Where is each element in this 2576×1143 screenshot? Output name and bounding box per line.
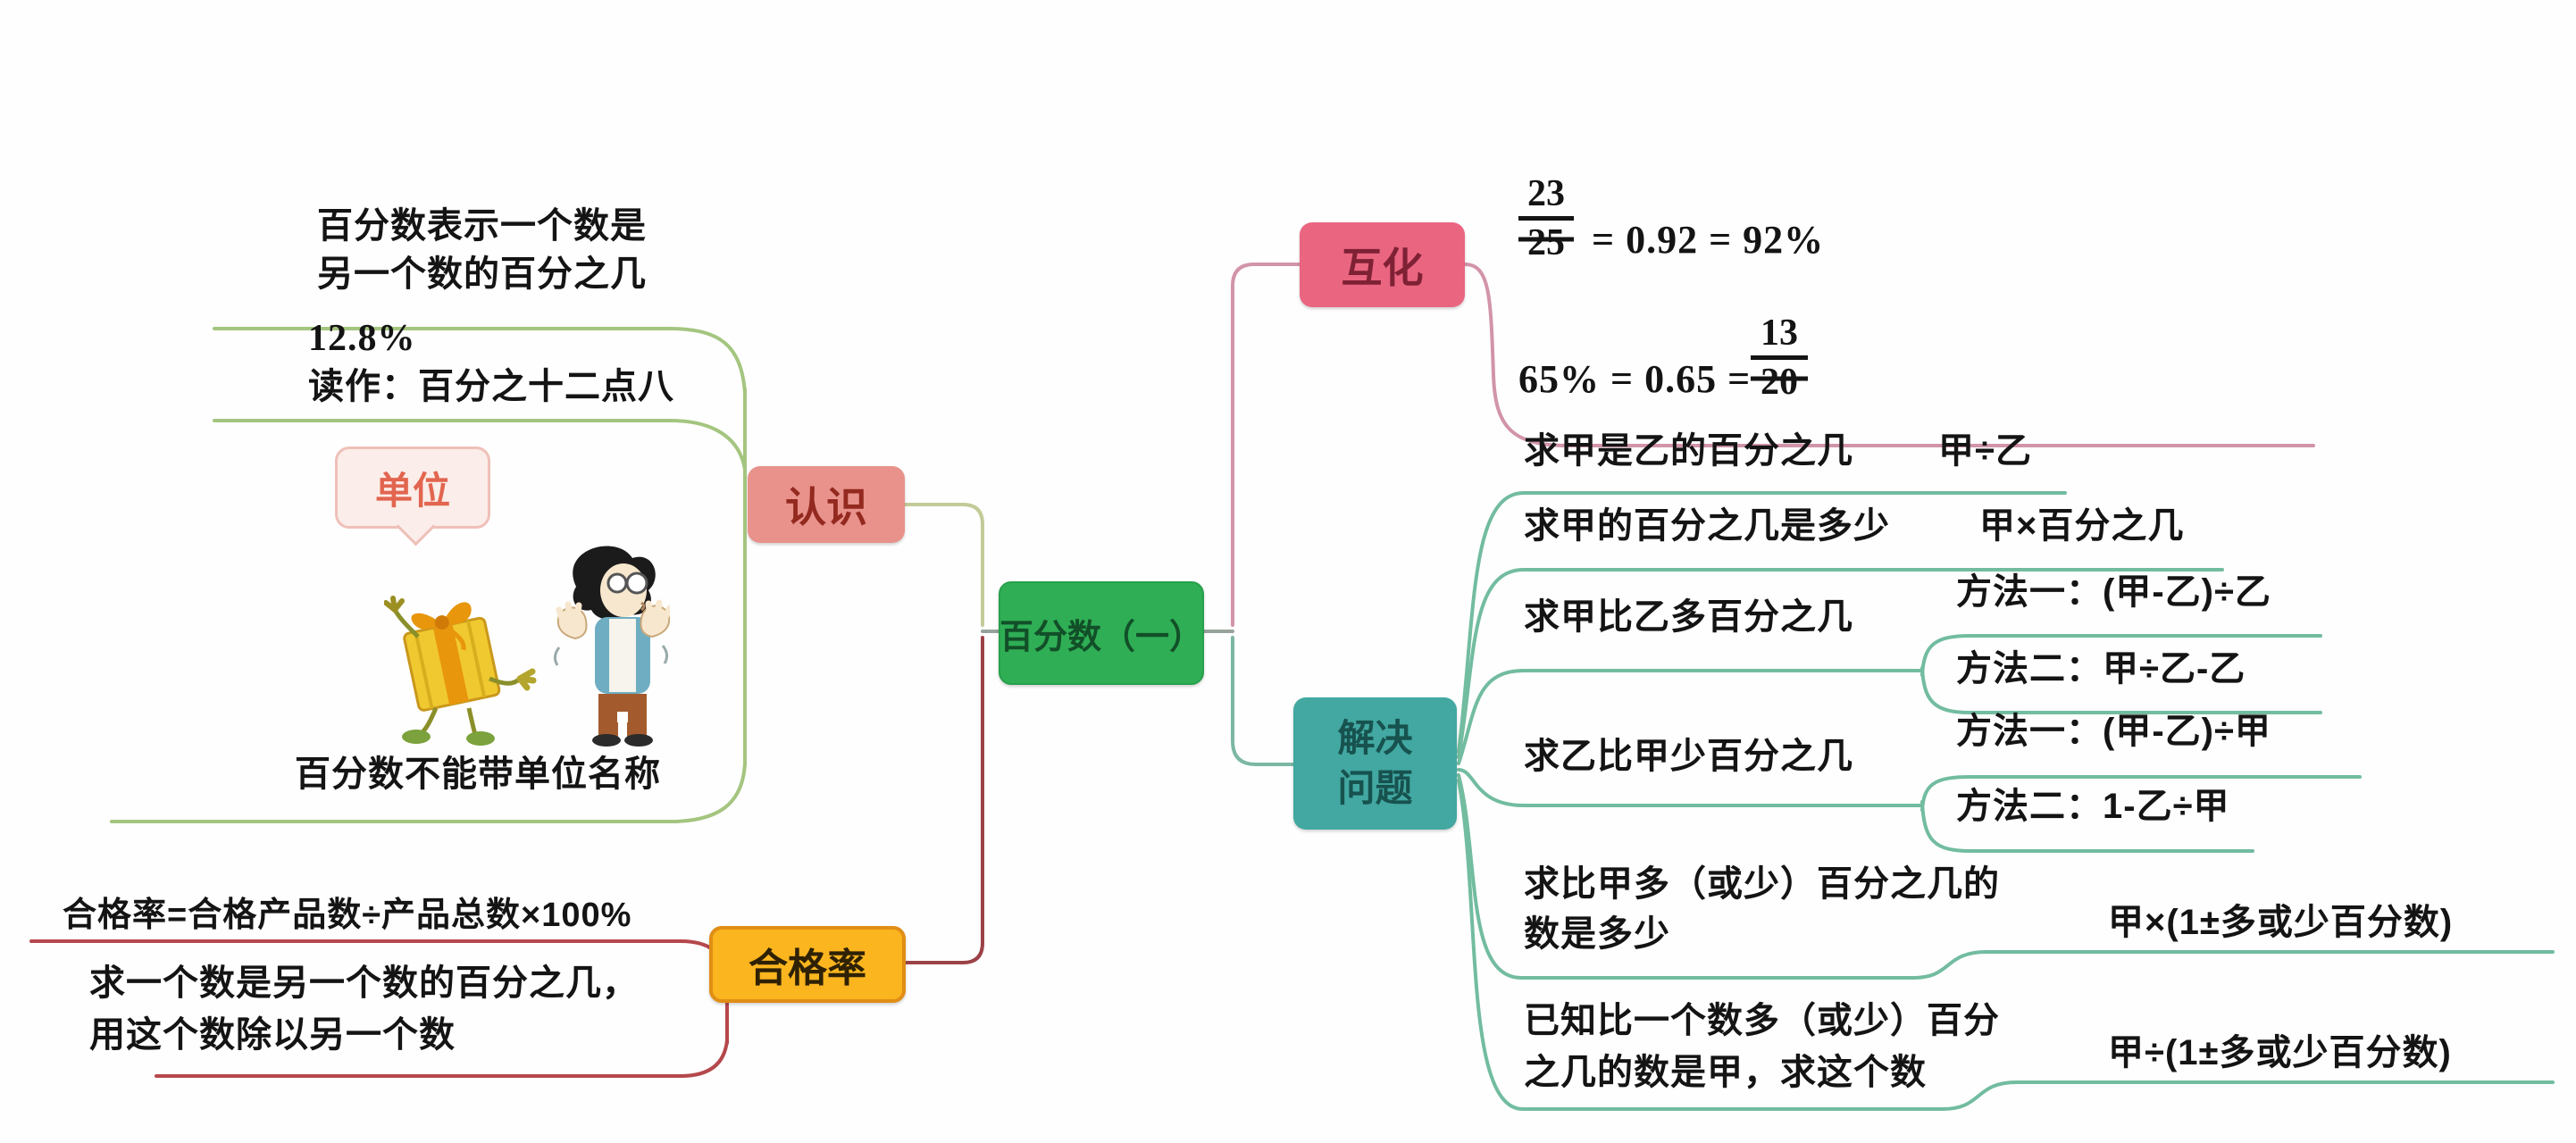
node-hegelv-label: 合格率 (749, 947, 866, 990)
unit-note-text[interactable]: 百分数不能带单位名称 (295, 755, 661, 794)
node-renshi-label: 认识 (785, 484, 867, 530)
node-root-label: 百分数（一） (999, 618, 1204, 656)
gift-refusal-illustration (384, 546, 670, 747)
node-jiejue-label2: 问题 (1337, 767, 1413, 809)
unit-callout-bubble[interactable]: 单位 (335, 446, 490, 546)
solve-item-6-line1: 已知比一个数多（或少）百分 (1524, 1001, 2000, 1040)
fraction-numerator: 23 (1527, 173, 1565, 214)
example-value: 12.8% (308, 318, 416, 359)
node-hegelv[interactable]: 合格率 (709, 926, 906, 1003)
pass-rate-note[interactable]: 求一个数是另一个数的百分之几， 用这个数除以另一个数 (89, 957, 639, 1061)
solve-item-6-formula[interactable]: 甲÷(1±多或少百分数) (2108, 1033, 2452, 1072)
solve-item-3-method2[interactable]: 方法二：甲÷乙-乙 (1956, 649, 2246, 688)
solve-item-3-method1[interactable]: 方法一：(甲-乙)÷乙 (1956, 572, 2271, 612)
fraction-numerator: 13 (1761, 313, 1798, 354)
solve-item-6-line2: 之几的数是甲，求这个数 (1524, 1053, 1927, 1092)
solve-item-4-question[interactable]: 求乙比甲少百分之几 (1524, 737, 1853, 776)
solve-item-5-formula[interactable]: 甲×(1±多或少百分数) (2108, 903, 2454, 942)
solve-item-1-formula[interactable]: 甲÷乙 (1938, 431, 2032, 471)
node-huhua-label: 互化 (1341, 244, 1424, 291)
pass-rate-note-line1: 求一个数是另一个数的百分之几， (89, 964, 639, 1003)
definition-line1: 百分数表示一个数是 (317, 206, 647, 246)
conversion-eq1-rest: = 0.92 = 92% (1592, 218, 1825, 262)
node-jiejue-label1: 解决 (1337, 717, 1413, 759)
fraction-13-20: 13 20 (1751, 313, 1808, 403)
fraction-bar (1751, 355, 1808, 360)
solve-item-2-formula[interactable]: 甲×百分之几 (1979, 506, 2185, 546)
pass-rate-note-line2: 用这个数除以另一个数 (89, 1015, 456, 1055)
fraction-denominator: 25 (1527, 222, 1565, 263)
fraction-bar (1518, 216, 1574, 221)
definition-text[interactable]: 百分数表示一个数是 另一个数的百分之几 (317, 202, 647, 298)
solve-item-6-question[interactable]: 已知比一个数多（或少）百分 之几的数是甲，求这个数 (1524, 995, 2000, 1098)
person-refusing (553, 546, 670, 747)
definition-line2: 另一个数的百分之几 (317, 254, 647, 294)
pass-rate-formula[interactable]: 合格率=合格产品数÷产品总数×100% (63, 897, 632, 934)
solve-item-4-method1[interactable]: 方法一：(甲-乙)÷甲 (1956, 712, 2271, 751)
node-root[interactable]: 百分数（一） (999, 581, 1204, 685)
example-reading: 读作：百分之十二点八 (308, 367, 674, 406)
solve-item-5-line1: 求比甲多（或少）百分之几的 (1524, 864, 2000, 904)
fraction-23-25: 23 25 (1518, 173, 1574, 263)
example-text[interactable]: 12.8% 读作：百分之十二点八 (308, 314, 674, 411)
solve-item-5-question[interactable]: 求比甲多（或少）百分之几的 数是多少 (1524, 859, 2000, 959)
solve-item-2-question[interactable]: 求甲的百分之几是多少 (1524, 506, 1890, 546)
solve-item-5-line2: 数是多少 (1524, 914, 1670, 954)
unit-callout-label: 单位 (374, 469, 450, 512)
conversion-eq2-lead: 65% = 0.65 = (1518, 357, 1752, 401)
fraction-denominator: 20 (1761, 362, 1798, 403)
node-huhua[interactable]: 互化 (1300, 222, 1465, 307)
solve-item-4-method2[interactable]: 方法二：1-乙÷甲 (1956, 787, 2230, 826)
solve-item-1-question[interactable]: 求甲是乙的百分之几 (1524, 431, 1853, 471)
node-renshi[interactable]: 认识 (748, 466, 905, 543)
node-jiejue[interactable]: 解决 问题 (1293, 697, 1457, 830)
solve-item-3-question[interactable]: 求甲比乙多百分之几 (1524, 597, 1853, 637)
gift-box-character (384, 596, 537, 746)
